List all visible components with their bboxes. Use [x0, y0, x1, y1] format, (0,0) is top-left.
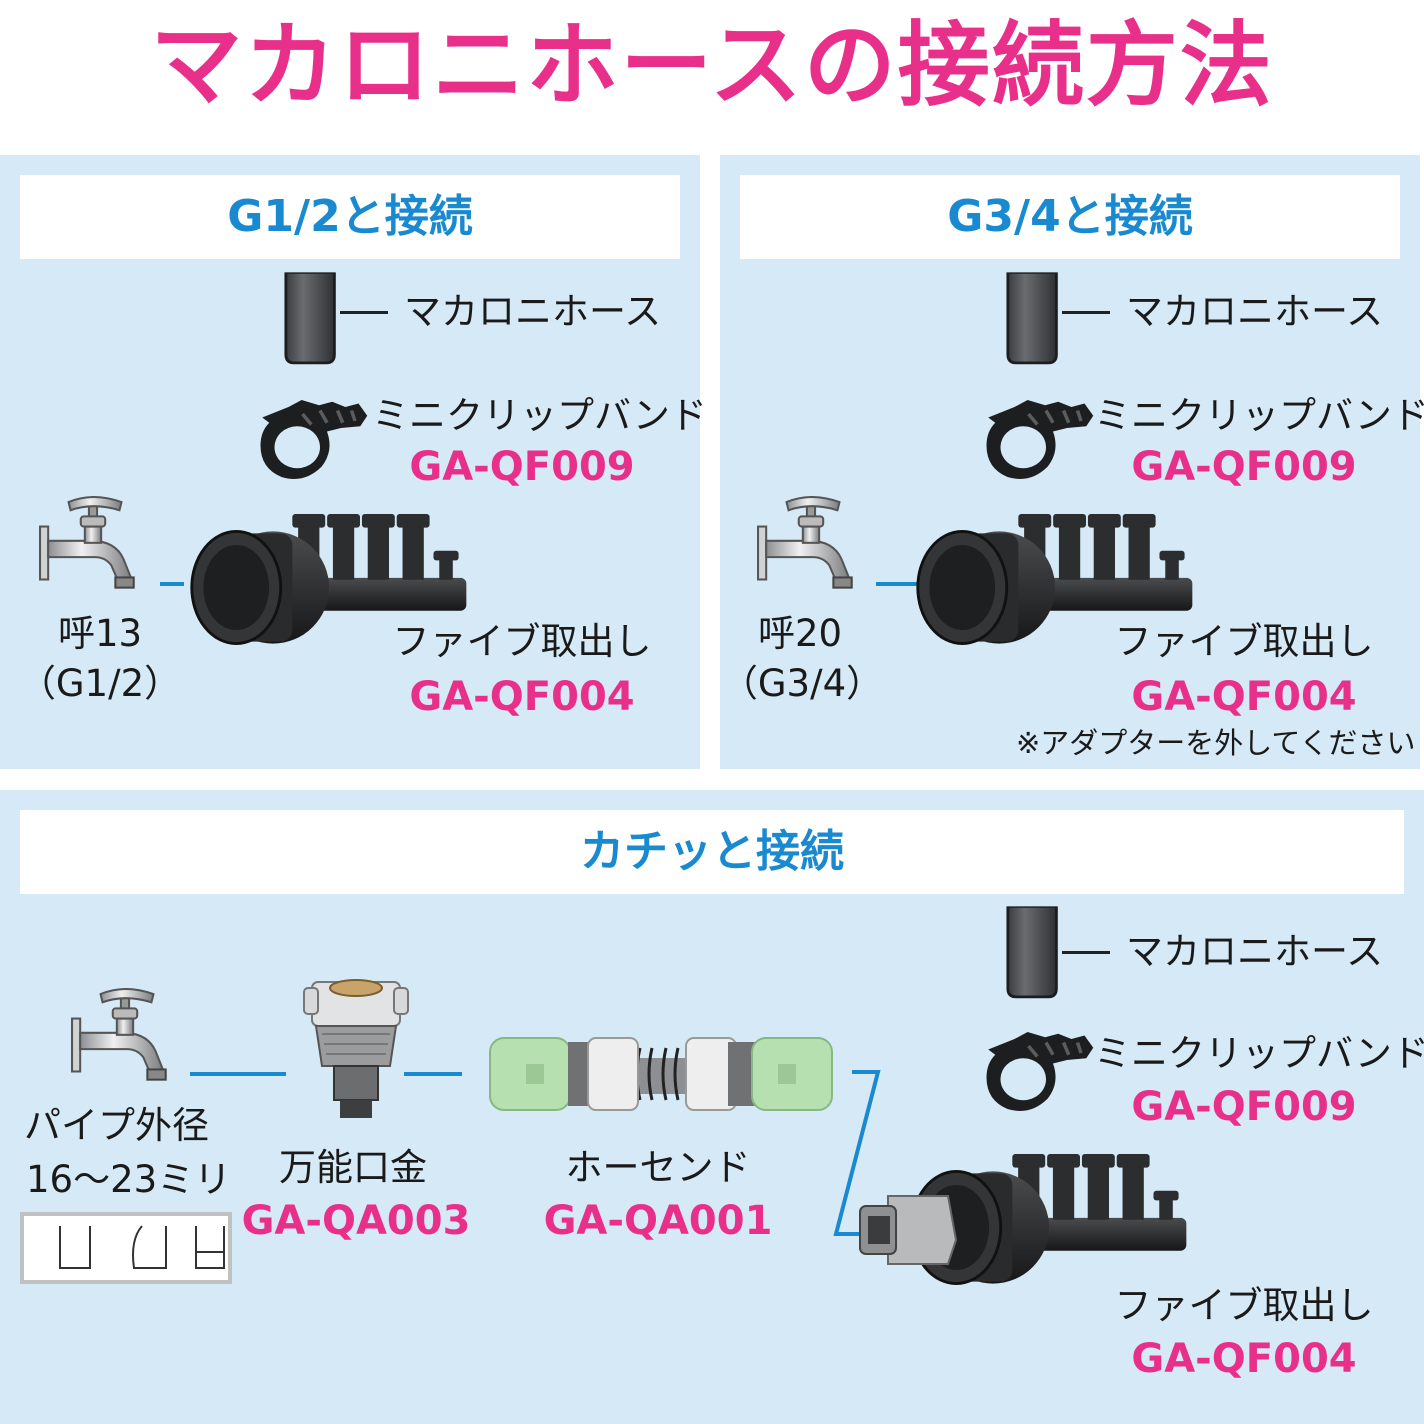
pipe-shape-diagram: [20, 1212, 232, 1284]
universal-adapter-illustration: [303, 979, 409, 1118]
faucet-size-label: 呼20: [757, 612, 843, 655]
universal-adapter-label: 万能口金: [279, 1146, 427, 1189]
hose-illustration: [1006, 904, 1062, 1002]
faucet-illustration: [70, 988, 182, 1100]
hose-end-code: GA-QA001: [543, 1198, 773, 1244]
clip-band-illustration: [962, 392, 1102, 492]
hose-label: マカロニホース: [1126, 290, 1384, 333]
faucet-thread-label: （G3/4）: [720, 662, 884, 705]
clip-band-label: ミニクリップバンド: [1094, 1032, 1424, 1075]
connector-line: [876, 582, 930, 586]
pipe-diameter-range: 16～23ミリ: [26, 1158, 232, 1201]
manifold-code: GA-QF004: [409, 674, 635, 720]
faucet-thread-label: （G1/2）: [18, 662, 182, 705]
manifold-label: ファイブ取出し: [1114, 620, 1374, 663]
hose-leader-line: [340, 311, 388, 314]
panel-g34-header: G3/4と接続: [740, 175, 1400, 259]
connector-bracket-line: [833, 1070, 881, 1236]
panel-g12-header: G1/2と接続: [20, 175, 680, 259]
pipe-diameter-label: パイプ外径: [24, 1104, 209, 1147]
clip-band-code: GA-QF009: [409, 444, 635, 490]
clip-band-label: ミニクリップバンド: [372, 394, 707, 437]
universal-adapter-code: GA-QA003: [241, 1198, 471, 1244]
connector-line: [404, 1072, 462, 1076]
adapter-note: ※アダプターを外してください: [1016, 726, 1416, 760]
hose-illustration: [284, 270, 340, 368]
page-title: マカロニホースの接続方法: [150, 12, 1274, 119]
faucet-size-label: 呼13: [57, 612, 143, 655]
clip-band-code: GA-QF009: [1131, 1084, 1357, 1130]
hose-leader-line: [1062, 951, 1110, 954]
clip-band-illustration: [962, 1024, 1102, 1124]
panel-kachitto-header: カチッと接続: [20, 810, 1404, 894]
clip-band-illustration: [236, 392, 376, 492]
manifold-code: GA-QF004: [1131, 1336, 1357, 1382]
clip-band-label: ミニクリップバンド: [1094, 394, 1424, 437]
hose-end-illustration: [489, 1037, 833, 1111]
hose-label: マカロニホース: [404, 290, 662, 333]
manifold-label: ファイブ取出し: [1114, 1284, 1374, 1327]
connector-line: [190, 1072, 286, 1076]
hose-illustration: [1006, 270, 1062, 368]
hose-end-label: ホーセンド: [565, 1146, 751, 1189]
manifold-code: GA-QF004: [1131, 674, 1357, 720]
faucet-illustration: [38, 496, 150, 608]
manifold-label: ファイブ取出し: [392, 620, 652, 663]
hose-label: マカロニホース: [1126, 930, 1384, 973]
faucet-illustration: [756, 496, 868, 608]
manifold-quick-connector-illustration: [859, 1152, 1188, 1286]
clip-band-code: GA-QF009: [1131, 444, 1357, 490]
connector-line: [160, 582, 184, 586]
hose-leader-line: [1062, 311, 1110, 314]
